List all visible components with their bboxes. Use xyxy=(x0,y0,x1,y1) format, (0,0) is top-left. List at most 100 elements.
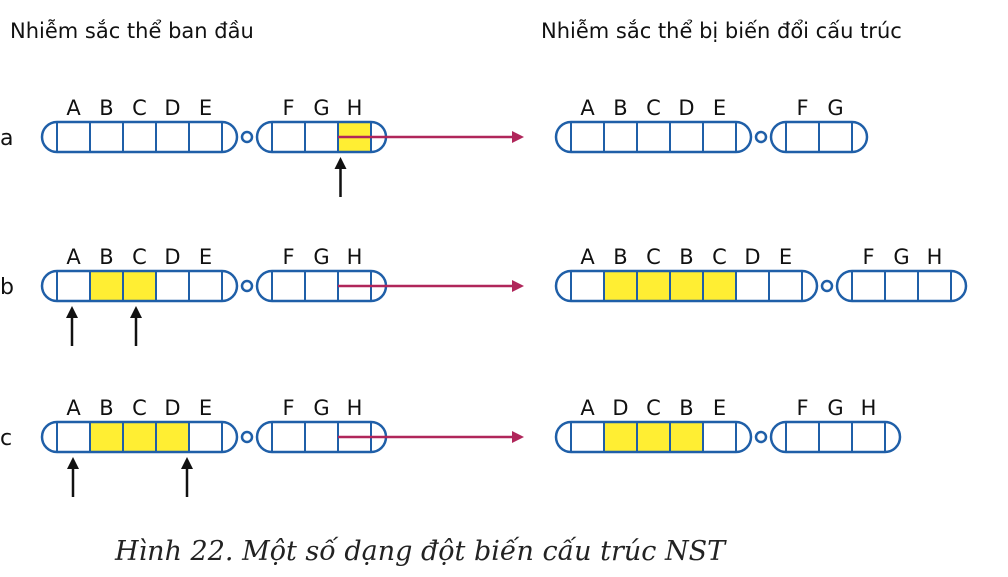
mutated-b-left-gene-label-B: B xyxy=(613,245,627,269)
original-c-left-arm-outline xyxy=(40,420,239,454)
break-point-arrow-head xyxy=(181,457,193,469)
mutated-b-left-arm-outline xyxy=(554,269,819,303)
mutated-c-left-gene-label-A: A xyxy=(580,396,595,420)
original-c-left-highlight-C xyxy=(123,423,156,451)
original-a-left-arm-outline xyxy=(40,120,239,154)
break-point-arrow-icon xyxy=(334,157,347,197)
transform-arrow-icon xyxy=(338,131,524,143)
break-point-arrow-icon xyxy=(66,306,78,346)
mutated-b-right-gene-label-H: H xyxy=(927,245,943,269)
original-b-centromere xyxy=(240,279,254,293)
mutated-a-centromere xyxy=(754,130,768,144)
transform-arrow-icon xyxy=(338,431,524,443)
original-c-right-gene-label-F: F xyxy=(282,396,294,420)
original-a-centromere xyxy=(240,130,254,144)
original-a-left-gene-label-D: D xyxy=(164,96,180,120)
header-original: Nhiễm sắc thể ban đầu xyxy=(10,18,254,43)
original-b-left-highlight-B xyxy=(90,272,123,300)
row-label-b: b xyxy=(0,275,14,300)
mutated-b-left-highlight-B xyxy=(670,272,703,300)
mutated-c-left-gene-label-B: B xyxy=(679,396,693,420)
mutated-b-left-highlight-C xyxy=(637,272,670,300)
original-b-right-gene-label-H: H xyxy=(347,245,363,269)
original-c-left-highlight-B xyxy=(90,423,123,451)
mutated-c-right-arm-outline xyxy=(769,420,902,454)
break-point-arrow-icon xyxy=(67,457,79,497)
break-point-arrow-head xyxy=(66,306,78,318)
break-point-arrow-head xyxy=(67,457,79,469)
original-b-left-highlight-C xyxy=(123,272,156,300)
mutated-c-left-gene-label-E: E xyxy=(713,396,726,420)
original-a-left-gene-label-B: B xyxy=(99,96,113,120)
original-b-left-gene-label-A: A xyxy=(66,245,81,269)
row-label-a: a xyxy=(0,126,13,151)
original-c-left-gene-label-C: C xyxy=(132,396,147,420)
mutated-b-left-gene-label-C: C xyxy=(712,245,727,269)
original-c-centromere xyxy=(240,430,254,444)
original-b-left-gene-label-C: C xyxy=(132,245,147,269)
mutated-a-right-gene-label-G: G xyxy=(827,96,843,120)
mutated-c-right-gene-label-F: F xyxy=(796,396,808,420)
mutated-c-left-arm-outline xyxy=(554,420,753,454)
mutated-a-left-gene-label-B: B xyxy=(613,96,627,120)
original-a-right-gene-label-H: H xyxy=(347,96,363,120)
mutated-b-right-gene-label-G: G xyxy=(893,245,909,269)
mutated-a-right-gene-label-F: F xyxy=(796,96,808,120)
transform-arrow-head xyxy=(512,131,524,143)
original-a-right-gene-label-G: G xyxy=(313,96,329,120)
original-b-left-arm-outline xyxy=(40,269,239,303)
header-mutated: Nhiễm sắc thể bị biến đổi cấu trúc xyxy=(541,18,902,43)
mutated-b-left-gene-label-E: E xyxy=(779,245,792,269)
original-b-left-gene-label-B: B xyxy=(99,245,113,269)
mutated-b-right-arm-outline xyxy=(835,269,968,303)
mutated-c-left-highlight-D xyxy=(604,423,637,451)
break-point-arrow-icon xyxy=(181,457,193,497)
original-b-left-gene-label-E: E xyxy=(199,245,212,269)
original-a-left-gene-label-C: C xyxy=(132,96,147,120)
row-label-c: c xyxy=(0,426,12,451)
original-b-right-gene-label-G: G xyxy=(313,245,329,269)
mutated-b-left-gene-label-A: A xyxy=(580,245,595,269)
original-c-left-highlight-D xyxy=(156,423,189,451)
original-c-left-gene-label-E: E xyxy=(199,396,212,420)
original-c-right-gene-label-H: H xyxy=(347,396,363,420)
mutated-c-left-gene-label-D: D xyxy=(612,396,628,420)
mutated-b-centromere xyxy=(820,279,834,293)
mutated-b-left-highlight-C xyxy=(703,272,736,300)
break-point-arrow-icon xyxy=(130,306,142,346)
mutated-c-left-gene-label-C: C xyxy=(646,396,661,420)
original-c-right-gene-label-G: G xyxy=(313,396,329,420)
transform-arrow-head xyxy=(512,280,524,292)
original-c-left-gene-label-D: D xyxy=(164,396,180,420)
mutated-a-left-arm-outline xyxy=(554,120,753,154)
original-c-left-gene-label-A: A xyxy=(66,396,81,420)
mutated-c-right-gene-label-G: G xyxy=(827,396,843,420)
mutated-c-centromere xyxy=(754,430,768,444)
mutated-a-left-gene-label-E: E xyxy=(713,96,726,120)
mutated-a-left-gene-label-A: A xyxy=(580,96,595,120)
mutated-a-left-gene-label-C: C xyxy=(646,96,661,120)
mutated-c-right-gene-label-H: H xyxy=(861,396,877,420)
original-b-left-gene-label-D: D xyxy=(164,245,180,269)
mutated-a-left-gene-label-D: D xyxy=(678,96,694,120)
transform-arrow-head xyxy=(512,431,524,443)
mutated-c-left-highlight-B xyxy=(670,423,703,451)
mutated-b-right-gene-label-F: F xyxy=(862,245,874,269)
mutated-b-left-gene-label-C: C xyxy=(646,245,661,269)
original-a-right-gene-label-F: F xyxy=(282,96,294,120)
original-b-right-gene-label-F: F xyxy=(282,245,294,269)
original-a-left-gene-label-A: A xyxy=(66,96,81,120)
original-a-left-gene-label-E: E xyxy=(199,96,212,120)
mutated-b-left-gene-label-B: B xyxy=(679,245,693,269)
figure-caption: Hình 22. Một số dạng đột biến cấu trúc N… xyxy=(114,536,727,567)
mutated-c-left-highlight-C xyxy=(637,423,670,451)
